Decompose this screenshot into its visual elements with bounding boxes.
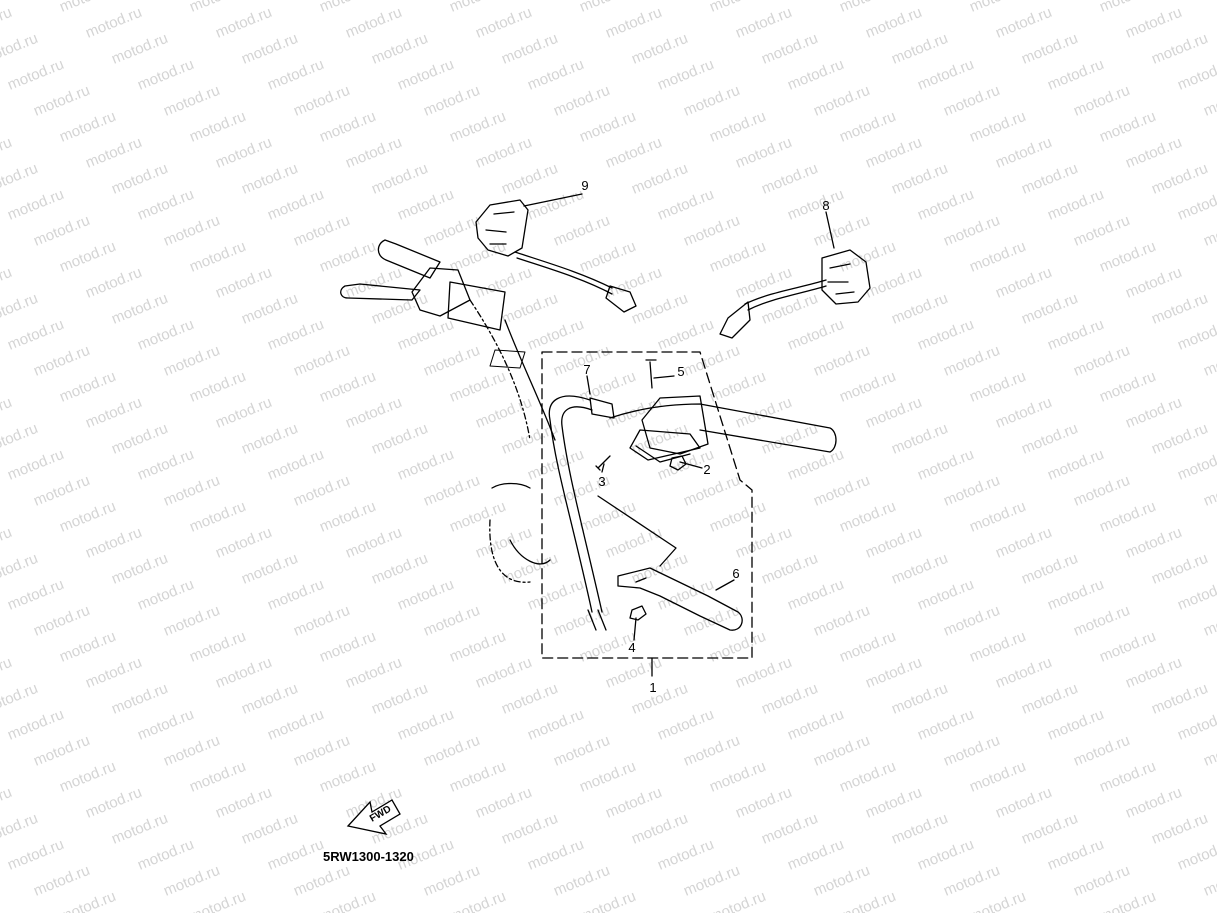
callout-8: 8: [822, 198, 829, 213]
part-7-clutch-switch-cable: [548, 395, 615, 631]
callout-3: 3: [598, 474, 605, 489]
handlebar-left-sketch: [340, 239, 556, 583]
part-2-nut: [669, 455, 687, 471]
callout-1: 1: [649, 680, 656, 695]
callout-7: 7: [583, 362, 590, 377]
part-8-handlebar-switch: [719, 249, 871, 339]
callout-2: 2: [703, 462, 710, 477]
callout-6: 6: [732, 566, 739, 581]
callout-5: 5: [677, 364, 684, 379]
part-3-bolt: [595, 455, 611, 471]
part-6-clutch-lever: [617, 567, 743, 631]
diagram-code: 5RW1300-1320: [323, 849, 414, 864]
part-9-handlebar-switch: [475, 199, 637, 313]
part-4-nut: [629, 605, 647, 621]
assembly-1-boundary: [541, 351, 753, 659]
handlebar-right: [609, 395, 837, 463]
part-5-bolt: [645, 359, 657, 389]
forward-arrow-icon: FWD: [346, 799, 401, 835]
callout-4: 4: [628, 640, 635, 655]
callout-9: 9: [581, 178, 588, 193]
